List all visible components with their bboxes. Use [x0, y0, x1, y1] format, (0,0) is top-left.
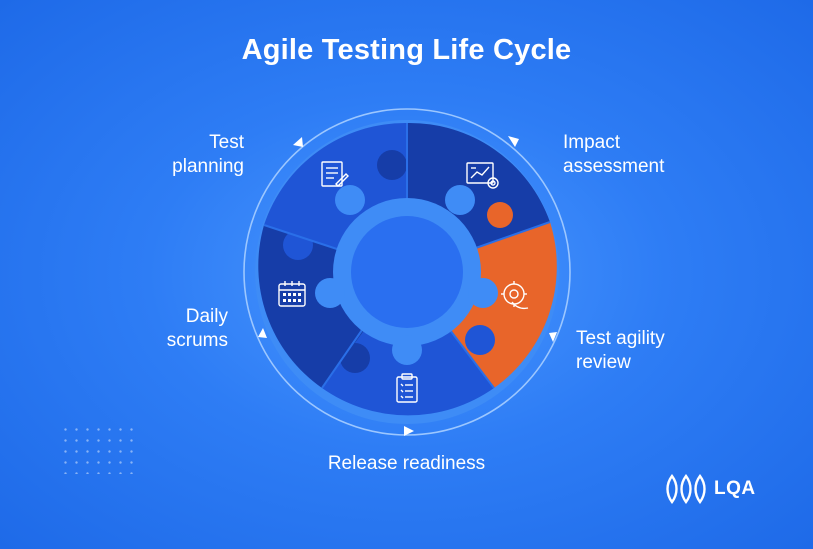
lqa-logo-icon: [666, 473, 706, 505]
stage-label-test-planning: Test planning: [172, 132, 244, 177]
center-hub: [351, 216, 463, 328]
stage-label-test-agility-review: Test agility review: [576, 328, 665, 373]
stage-label-daily-scrums: Daily scrums: [166, 306, 228, 351]
arrow-left-icon: [258, 328, 267, 338]
arrow-bottom-icon: [404, 426, 414, 436]
arrow-top-right-icon: [508, 136, 519, 147]
logo-text: LQA: [714, 478, 756, 499]
calendar-icon: [278, 281, 306, 307]
checklist-clipboard-icon: [396, 373, 418, 403]
knob-left: [283, 230, 313, 260]
cycle-ring: [243, 108, 571, 436]
gear-hand-icon: [501, 281, 529, 310]
decorative-dot-grid: [60, 424, 140, 474]
knob-right: [487, 202, 513, 228]
knob-agility: [465, 325, 495, 355]
stage-label-release-readiness: Release readiness: [327, 453, 486, 474]
arrow-right-icon: [549, 332, 557, 342]
brand-logo: LQA: [666, 471, 756, 507]
analytics-chart-icon: [466, 162, 499, 189]
knob-bottom: [340, 343, 370, 373]
arrow-top-left-icon: [293, 137, 303, 147]
stage-label-impact-assessment: Impact assessment: [563, 132, 665, 177]
knob-top: [377, 150, 407, 180]
document-edit-icon: [321, 161, 349, 187]
page-title: Agile Testing Life Cycle: [241, 34, 572, 66]
